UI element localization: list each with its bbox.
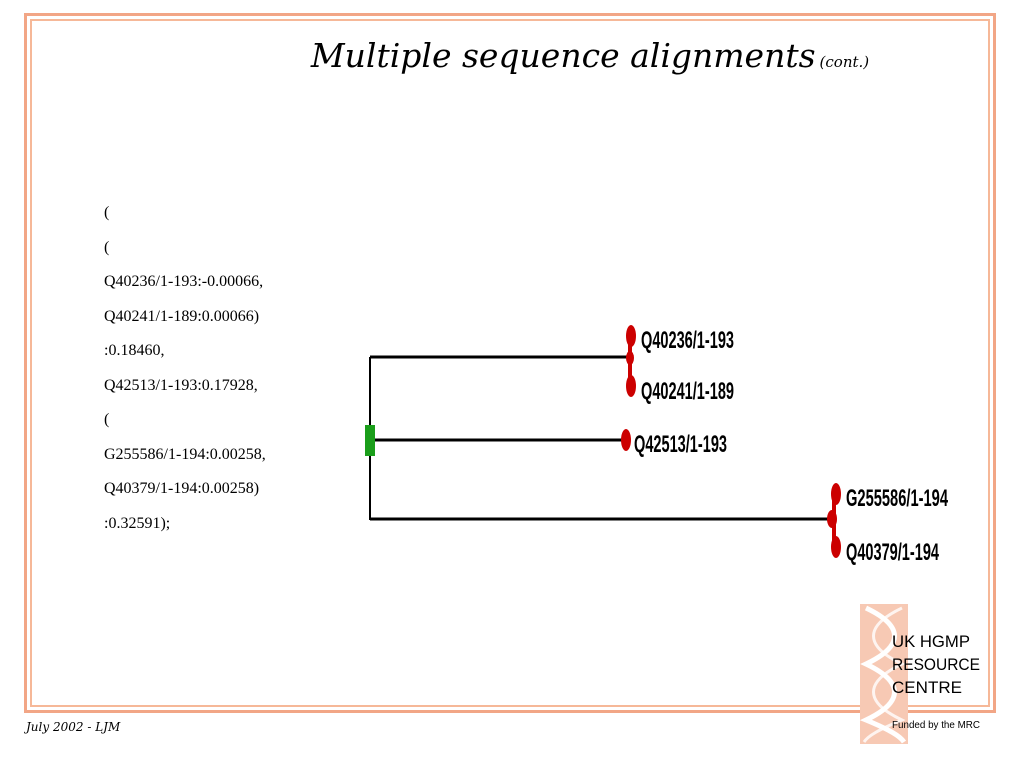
logo-line-2: RESOURCE bbox=[892, 655, 980, 674]
title-suffix: (cont.) bbox=[819, 53, 870, 71]
logo-line-3: CENTRE bbox=[892, 678, 962, 697]
newick-line: Q42513/1-193:0.17928, bbox=[104, 376, 258, 394]
slide-frame-inner bbox=[30, 19, 990, 707]
newick-line: ( bbox=[104, 411, 110, 428]
leaf-label: Q42513/1-193 bbox=[634, 431, 727, 458]
leaf-label: Q40379/1-194 bbox=[846, 539, 939, 566]
leaf-label: Q40236/1-193 bbox=[641, 327, 734, 354]
title-main: Multiple sequence alignments bbox=[310, 36, 816, 75]
newick-line: Q40379/1-194:0.00258) bbox=[104, 480, 260, 497]
footer-text: July 2002 - LJM bbox=[26, 720, 121, 734]
logo-helix-icon bbox=[860, 605, 907, 744]
newick-line: G255586/1-194:0.00258, bbox=[104, 445, 266, 463]
leaf-node bbox=[626, 325, 636, 347]
root-node bbox=[365, 425, 375, 456]
newick-line: :0.32591); bbox=[104, 514, 171, 532]
slide-frame-outer bbox=[24, 13, 996, 713]
newick-line: Q40241/1-189:0.00066) bbox=[104, 307, 260, 325]
clade-node bbox=[827, 510, 837, 528]
leaf-node bbox=[831, 483, 841, 505]
slide-title: Multiple sequence alignments(cont.) bbox=[0, 36, 1024, 75]
leaf-node bbox=[621, 429, 631, 451]
newick-text: ( ( Q40236/1-193:-0.00066, Q40241/1-189:… bbox=[104, 203, 266, 548]
leaf-node bbox=[626, 375, 636, 397]
newick-line: ( bbox=[104, 204, 110, 221]
logo-helix-icon bbox=[862, 606, 906, 743]
logo-line-1: UK HGMP bbox=[892, 632, 970, 651]
clade-node bbox=[626, 351, 634, 365]
newick-line: :0.18460, bbox=[104, 342, 165, 359]
logo-tagline: Funded by the MRC bbox=[892, 720, 980, 731]
leaf-label: Q40241/1-189 bbox=[641, 378, 734, 405]
leaf-node bbox=[831, 536, 841, 558]
newick-line: Q40236/1-193:-0.00066, bbox=[104, 273, 264, 290]
uk-hgmp-logo: UK HGMP RESOURCE CENTRE Funded by the MR… bbox=[860, 604, 980, 744]
leaf-label: G255586/1-194 bbox=[846, 485, 948, 512]
newick-line: ( bbox=[104, 238, 110, 256]
